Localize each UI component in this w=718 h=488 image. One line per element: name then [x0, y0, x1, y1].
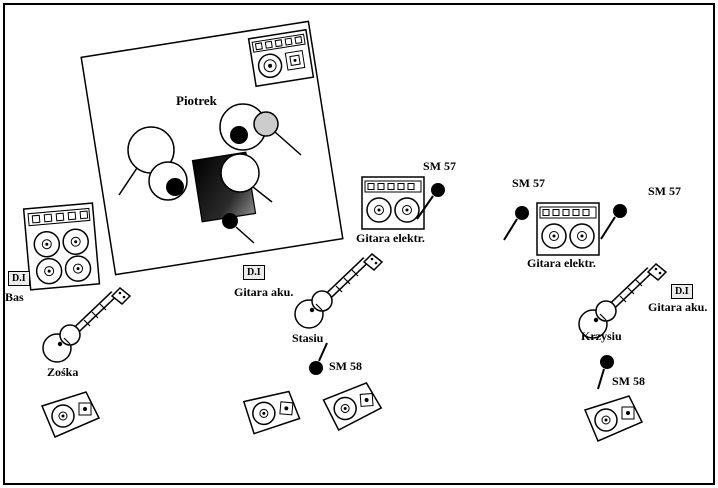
wedge-monitor-center-2 — [321, 381, 384, 432]
label-mic-sm57-2: SM 57 — [512, 176, 545, 190]
di-box-left: D.I — [8, 271, 30, 286]
drum-mic-dot — [230, 126, 248, 144]
label-bassist-name: Zośka — [47, 365, 79, 379]
drum-kit — [118, 103, 302, 244]
label-bass: Bas — [5, 290, 24, 304]
label-mic-sm57-3: SM 57 — [648, 184, 681, 198]
label-guitarist-right-name: Krzysiu — [581, 329, 622, 343]
label-drummer-name: Piotrek — [176, 93, 217, 108]
label-electric-guitar-amp-center: Gitara elektr. — [356, 231, 425, 245]
label-guitarist-center-name: Stasiu — [292, 331, 324, 345]
electric-guitar-amp-right — [536, 202, 600, 256]
bass-amp — [22, 202, 101, 291]
mic-sm57-2-icon — [503, 206, 529, 241]
guitar-stasiu — [295, 254, 382, 328]
guitar-zoska — [43, 288, 130, 362]
drum-riser — [80, 20, 344, 276]
wedge-monitor-center-1 — [240, 386, 303, 439]
wedge-monitor-left — [41, 391, 100, 438]
wedge-monitor-right — [584, 395, 643, 442]
electric-guitar-amp-center — [361, 176, 425, 230]
mic-sm58-center-icon — [309, 342, 328, 375]
label-acoustic-guitar-right: Gitara aku. — [648, 300, 708, 314]
mid-tom — [220, 153, 260, 193]
di-box-center: D.I — [243, 265, 265, 280]
di-box-right: D.I — [671, 284, 693, 299]
label-mic-sm57-1: SM 57 — [423, 159, 456, 173]
label-mic-sm58-right: SM 58 — [612, 374, 645, 388]
label-electric-guitar-amp-right: Gitara elektr. — [527, 256, 596, 270]
label-mic-sm58-center: SM 58 — [329, 359, 362, 373]
drum-mic-dot — [166, 178, 184, 196]
drummer-amp — [247, 28, 315, 88]
mic-sm58-right-icon — [597, 355, 614, 390]
label-acoustic-guitar-center: Gitara aku. — [234, 285, 294, 299]
mic-sm57-3-icon — [600, 204, 627, 240]
kick-mic-dot — [222, 213, 238, 229]
small-cymbal — [253, 111, 279, 137]
mic-sm57-1-icon — [416, 183, 445, 220]
